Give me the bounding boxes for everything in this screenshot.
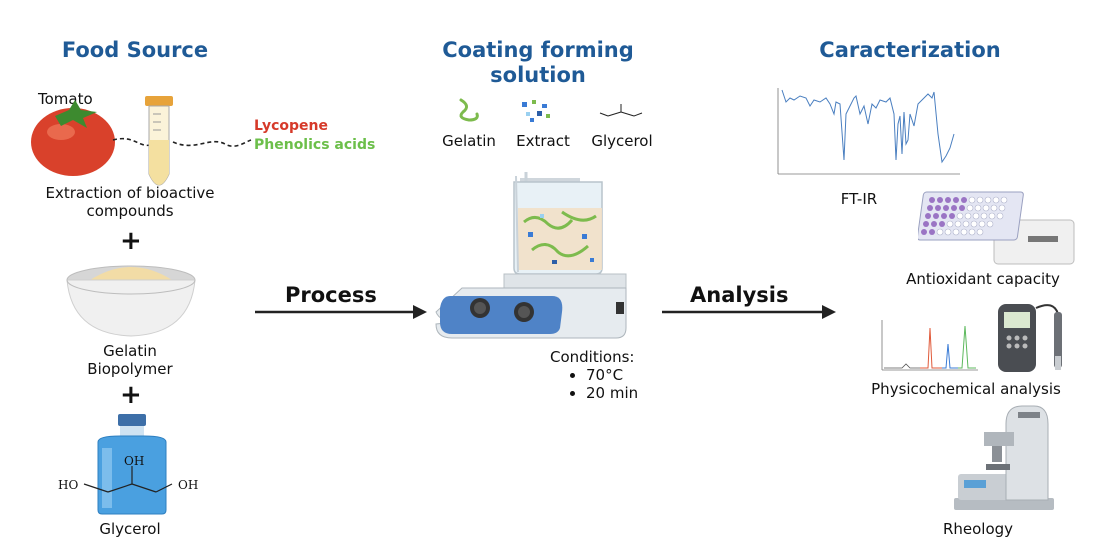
antioxidant-label: Antioxidant capacity	[906, 270, 1060, 288]
coating-title-line2: solution	[490, 63, 586, 87]
process-arrow	[255, 305, 427, 319]
extraction-label: Extraction of bioactive compounds	[45, 184, 215, 220]
coating-gelatin-label: Gelatin	[442, 132, 496, 150]
ftir-label: FT-IR	[840, 190, 878, 208]
centrifuge-tube-icon	[145, 96, 173, 186]
hotplate-icon	[435, 273, 627, 339]
microplate-reader-icon	[918, 191, 1075, 265]
ftir-spectrum-chart	[777, 88, 960, 175]
gelatin-bowl-icon	[66, 265, 196, 337]
ph-meter-icon	[998, 304, 1062, 372]
glycerol-oh-right: OH	[178, 478, 199, 492]
conditions-list: 70°C 20 min	[566, 366, 638, 402]
chromatogram-chart	[881, 320, 978, 371]
condition-time: 20 min	[586, 384, 638, 402]
gelatin-strand-icon	[459, 98, 479, 122]
characterization-title: Caracterization	[819, 38, 1001, 62]
condition-temperature: 70°C	[586, 366, 638, 384]
glycerol-bottle-icon	[83, 414, 173, 515]
glycerol-ho-left: HO	[58, 478, 79, 492]
hotplate-beaker-illustration	[435, 172, 627, 339]
plus-sign-2: +	[120, 380, 142, 410]
coating-title-line1: Coating forming	[442, 38, 634, 62]
coating-glycerol-label: Glycerol	[591, 132, 653, 150]
food-source-title: Food Source	[61, 38, 209, 62]
tomato-label: Tomato	[38, 90, 93, 108]
tomato-icon	[31, 100, 115, 176]
coating-extract-label: Extract	[516, 132, 570, 150]
conditions-title: Conditions:	[550, 348, 635, 366]
analysis-arrow	[662, 305, 836, 319]
extract-particles-icon	[522, 100, 550, 122]
beaker-icon	[513, 172, 603, 275]
phenolics-label: Phenolics acids	[254, 137, 376, 153]
plus-sign-1: +	[120, 226, 142, 256]
gelatin-label-line1: Gelatin	[103, 342, 157, 360]
gelatin-label-line2: Biopolymer	[87, 360, 173, 378]
rheology-label: Rheology	[942, 520, 1014, 538]
glycerol-label: Glycerol	[99, 520, 161, 538]
tomato-extraction-illustration	[31, 96, 252, 186]
physicochemical-label: Physicochemical analysis	[871, 380, 1061, 398]
process-label: Process	[285, 283, 377, 307]
lycopene-label: Lycopene	[254, 118, 328, 134]
rheometer-icon	[954, 405, 1054, 510]
analysis-label: Analysis	[690, 283, 789, 307]
glycerol-molecule-icon	[599, 104, 643, 117]
glycerol-oh-top: OH	[124, 454, 145, 468]
